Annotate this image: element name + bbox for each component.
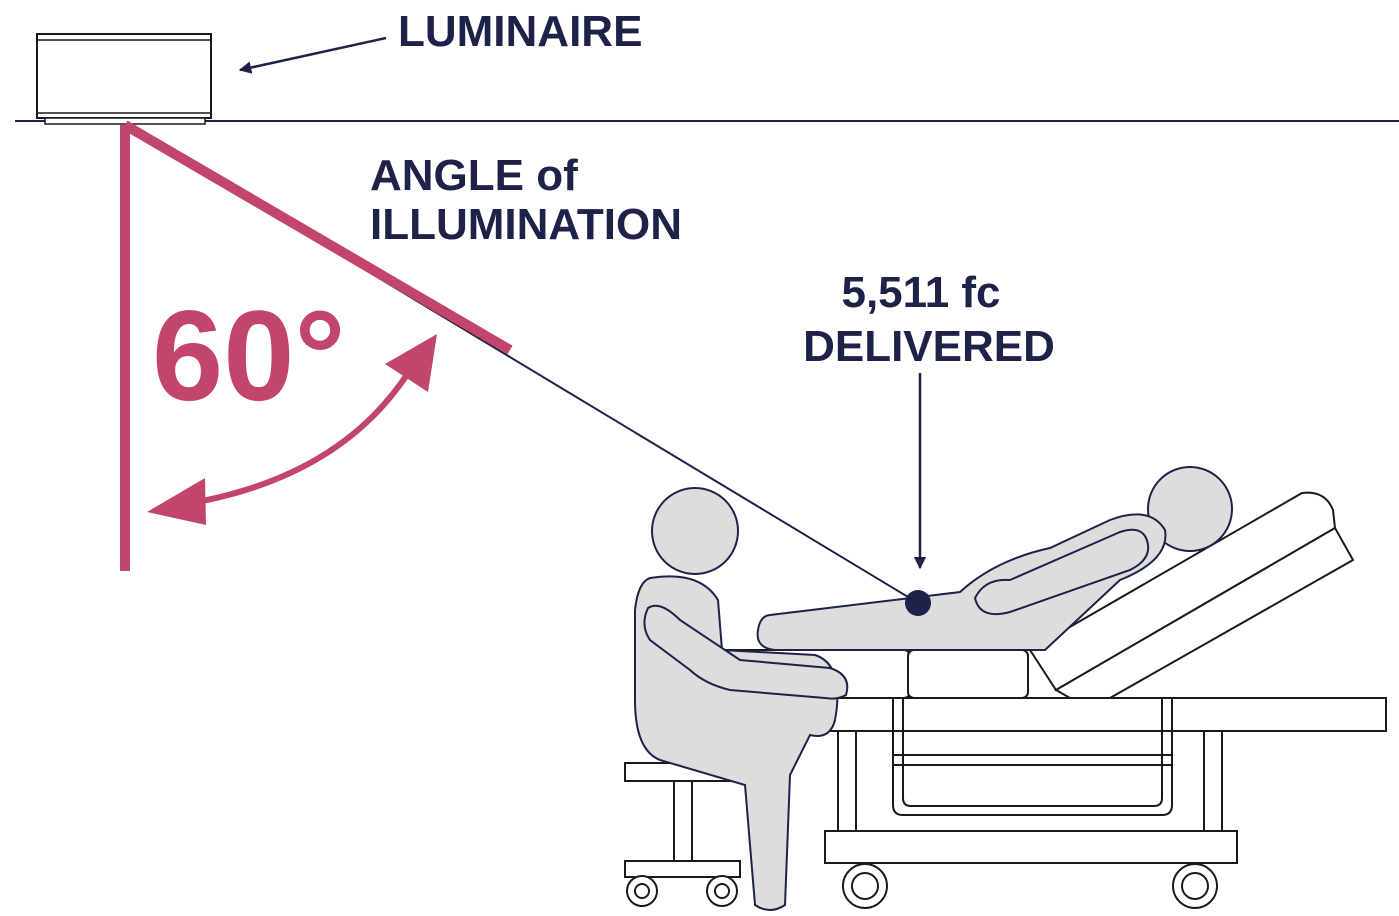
luminaire-fixture xyxy=(36,33,212,125)
bed-backrest xyxy=(1028,491,1355,699)
angle-arc-arrow xyxy=(147,334,437,525)
angle-label-line1: ANGLE of xyxy=(370,151,578,200)
luminaire-label: LUMINAIRE xyxy=(398,7,642,56)
luminaire-pointer-arrow xyxy=(238,36,387,74)
bed-frame xyxy=(699,697,1387,870)
bed-wheel-right xyxy=(1172,863,1218,909)
angle-label-line2: ILLUMINATION xyxy=(370,200,682,249)
angle-value: 60° xyxy=(152,285,346,428)
patient-figure xyxy=(756,466,1233,651)
delivered-label-line1: 5,511 fc xyxy=(841,268,1000,317)
illumination-target-dot xyxy=(905,590,931,616)
delivered-label-line2: DELIVERED xyxy=(803,322,1055,371)
bed-wheel-left xyxy=(842,863,888,909)
surgeon-figure xyxy=(634,487,849,911)
angle-boundary-line xyxy=(122,120,513,355)
surgeon-stool xyxy=(624,762,741,907)
